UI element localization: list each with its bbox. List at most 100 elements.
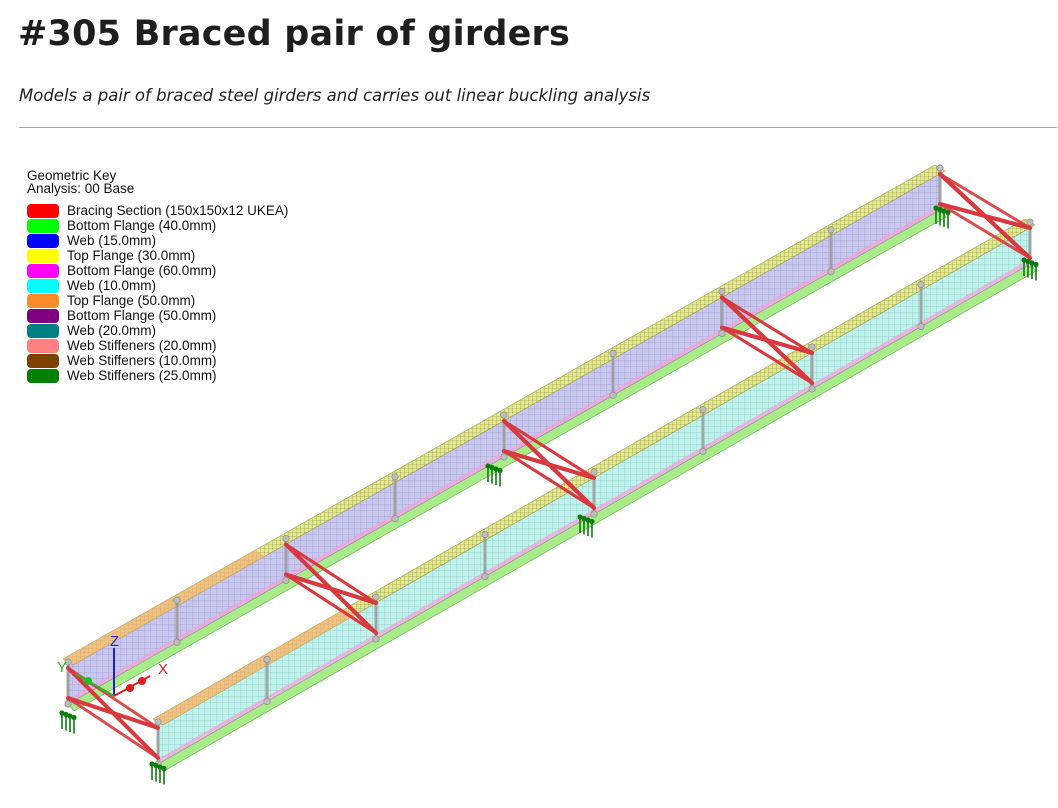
key-item: Top Flange (30.0mm) [27, 248, 288, 263]
key-item-label: Web (10.0mm) [67, 278, 157, 293]
node-marker [808, 343, 816, 351]
key-swatch [27, 353, 59, 368]
bracing-member [284, 573, 378, 635]
support-node [489, 464, 495, 471]
bracing-member [938, 202, 1032, 260]
node-marker [827, 268, 835, 276]
key-item-label: Bottom Flange (40.0mm) [67, 218, 217, 233]
key-swatch [27, 233, 59, 248]
y-axis [75, 673, 115, 697]
key-swatch [27, 308, 59, 323]
key-title: Geometric Key [27, 168, 117, 183]
geometric-key: Geometric Key Analysis: 00 Base Bracing … [27, 169, 288, 383]
support-node [1025, 258, 1031, 265]
support-node [945, 209, 951, 216]
support-node [585, 517, 591, 523]
support-node [71, 714, 77, 721]
node-marker [590, 468, 598, 476]
node-marker [609, 349, 617, 357]
key-item-label: Top Flange (30.0mm) [67, 248, 196, 263]
page-title: #305 Braced pair of girders [18, 14, 571, 54]
bracing-member [66, 696, 160, 730]
y-axis-tip-icon [84, 677, 92, 685]
key-swatch [27, 293, 59, 308]
support-node [497, 467, 503, 474]
node-marker [64, 700, 72, 708]
node-marker [699, 447, 707, 455]
node-marker [718, 329, 726, 337]
support-node [485, 463, 491, 469]
near-girder [152, 218, 1037, 772]
support-node [63, 711, 69, 718]
bracing-member [284, 543, 378, 605]
support-node [157, 764, 163, 770]
bracing-member [66, 696, 160, 760]
node-marker [263, 655, 271, 663]
key-list: Bracing Section (150x150x12 UKEA)Bottom … [27, 203, 288, 383]
node-marker [917, 280, 925, 288]
key-item: Web (10.0mm) [27, 278, 288, 293]
node-marker [500, 453, 508, 461]
node-marker [263, 697, 271, 705]
support-icon [933, 205, 951, 229]
model-viewport[interactable]: Z X Y [0, 140, 1058, 808]
key-item-label: Web Stiffeners (25.0mm) [67, 368, 217, 383]
key-item-label: Web (20.0mm) [67, 323, 157, 338]
key-swatch [27, 323, 59, 338]
y-axis-label: Y [57, 659, 67, 676]
key-swatch [27, 278, 59, 293]
node-marker [917, 322, 925, 330]
bracing-member [502, 449, 596, 480]
bracing-frame [938, 172, 1032, 260]
support-node [153, 762, 159, 769]
key-item: Web Stiffeners (20.0mm) [27, 338, 288, 353]
z-axis-label: Z [110, 633, 119, 650]
key-swatch [27, 218, 59, 233]
bracing-member [502, 419, 596, 480]
key-item: Top Flange (50.0mm) [27, 293, 288, 308]
support-node [149, 761, 155, 767]
support-icon [577, 514, 595, 538]
node-marker [372, 635, 380, 643]
key-item: Bracing Section (150x150x12 UKEA) [27, 203, 288, 218]
top-flange-thick [63, 550, 265, 665]
node-marker [64, 658, 72, 666]
bracing-frame [720, 295, 814, 385]
node-marker [590, 510, 598, 518]
support-icon [149, 761, 167, 785]
node-marker [282, 534, 290, 542]
key-swatch [27, 338, 59, 353]
divider [19, 127, 1057, 128]
x-axis-tip-icon [138, 677, 146, 685]
key-item: Web (15.0mm) [27, 233, 288, 248]
node-marker [827, 226, 835, 234]
node-marker [808, 385, 816, 393]
node-marker [1026, 218, 1034, 226]
key-item-label: Web Stiffeners (10.0mm) [67, 353, 217, 368]
key-item: Web Stiffeners (10.0mm) [27, 353, 288, 368]
bracing-member [720, 296, 814, 355]
node-marker [481, 572, 489, 580]
key-swatch [27, 263, 59, 278]
bracing-member [720, 325, 814, 355]
key-swatch [27, 248, 59, 263]
page-description: Models a pair of braced steel girders an… [19, 86, 651, 105]
key-item-label: Bottom Flange (50.0mm) [67, 308, 217, 323]
node-marker [154, 718, 162, 726]
support-node [1033, 261, 1039, 268]
support-node [941, 208, 947, 214]
bracing-frame [284, 542, 378, 635]
girder-model-drawing: Z X Y [57, 164, 1039, 785]
key-item-label: Web Stiffeners (20.0mm) [67, 338, 217, 353]
key-item: Web (20.0mm) [27, 323, 288, 338]
node-marker [718, 287, 726, 295]
node-marker [699, 405, 707, 413]
node-marker [372, 593, 380, 601]
key-item-label: Bottom Flange (60.0mm) [67, 263, 217, 278]
support-node [161, 765, 167, 772]
node-marker [173, 596, 181, 604]
key-item-label: Web (15.0mm) [67, 233, 157, 248]
x-axis-arrow-icon [126, 684, 134, 692]
support-node [933, 205, 939, 211]
node-marker [173, 638, 181, 646]
